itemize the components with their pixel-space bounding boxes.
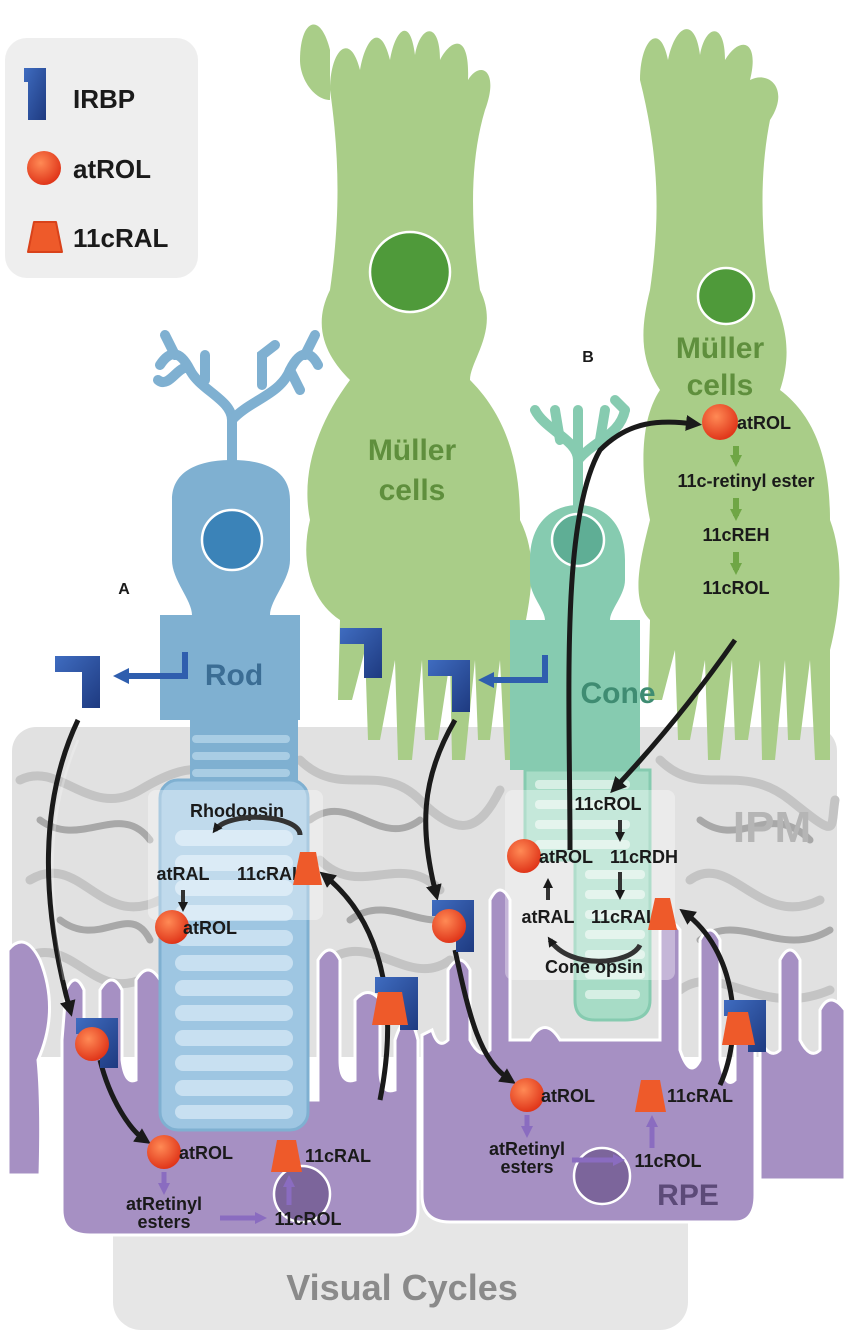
rod-atrol-rpe: atROL bbox=[179, 1143, 233, 1163]
cone-opsin: Cone opsin bbox=[545, 957, 643, 977]
rod-11cral-rpe-icon bbox=[271, 1140, 302, 1172]
rod-11cral-os-icon bbox=[293, 852, 322, 885]
cone-bleach-arrow bbox=[547, 936, 643, 964]
rpe-layer bbox=[6, 888, 847, 1237]
muller-11crol: 11cROL bbox=[702, 578, 769, 598]
muller-atrol: atROL bbox=[737, 413, 791, 433]
rpe-nucleus-right bbox=[572, 1146, 632, 1206]
rod-cell bbox=[148, 330, 323, 1132]
cone-11crol-os: 11cROL bbox=[574, 794, 641, 814]
irbp-protein-muller bbox=[340, 628, 382, 678]
panel-label-a: A bbox=[118, 581, 130, 598]
rod-atral: atRAL bbox=[157, 864, 210, 884]
irbp-cone-rpe bbox=[722, 1000, 766, 1052]
muller-atrol-icon bbox=[702, 404, 738, 440]
cone-transport-arrows bbox=[423, 415, 738, 1087]
rod-11cral-rpe: 11cRAL bbox=[305, 1146, 371, 1166]
rod-fade-arrow bbox=[51, 739, 80, 981]
irbp-protein-cone-outer bbox=[428, 660, 470, 712]
muller-left-label-1: Müller bbox=[368, 434, 457, 467]
muller-right-label-2: cells bbox=[687, 369, 754, 402]
cone-atrol-os: atROL bbox=[539, 847, 593, 867]
panel-label-b: B bbox=[582, 349, 594, 366]
irbp-rod-rpe-right bbox=[372, 977, 418, 1030]
cone-11cral-os-icon bbox=[648, 898, 677, 930]
rod-esters-1: atRetinyl bbox=[126, 1194, 202, 1214]
rod-atrol-os: atROL bbox=[183, 918, 237, 938]
cone-esters-1: atRetinyl bbox=[489, 1139, 565, 1159]
legend-label-atrol: atROL bbox=[73, 154, 151, 184]
cone-atrol-rpe: atROL bbox=[541, 1086, 595, 1106]
rod-transport-arrows bbox=[45, 718, 391, 1144]
irbp-release-arrows bbox=[113, 652, 548, 688]
cone-11crol-rpe: 11cROL bbox=[634, 1151, 701, 1171]
legend: IRBP atROL 11cRAL bbox=[5, 38, 198, 278]
muller-left-label-2: cells bbox=[379, 474, 446, 507]
rod-atrol-rpe-icon bbox=[147, 1135, 181, 1169]
cone-11crdh: 11cRDH bbox=[610, 847, 678, 867]
muller-11creh: 11cREH bbox=[702, 525, 769, 545]
rod-label: Rod bbox=[205, 659, 263, 692]
irbp-rod-rpe-left bbox=[75, 1018, 118, 1068]
rpe-label: RPE bbox=[657, 1179, 719, 1212]
legend-label-11cral: 11cRAL bbox=[73, 223, 168, 253]
legend-label-irbp: IRBP bbox=[73, 84, 135, 114]
irbp-icon bbox=[24, 68, 46, 120]
ipm-label: IPM bbox=[733, 803, 811, 852]
atrol-sphere-icon bbox=[27, 151, 61, 185]
cone-11cral-os: 11cRAL bbox=[591, 907, 657, 927]
muller-ester: 11c-retinyl ester bbox=[677, 471, 814, 491]
irbp-protein-rod-outer bbox=[55, 656, 100, 708]
rod-esters-2: esters bbox=[137, 1212, 190, 1232]
rod-bleach-arrow bbox=[212, 814, 303, 836]
cone-label: Cone bbox=[581, 677, 656, 710]
muller-right-label-1: Müller bbox=[676, 332, 765, 365]
muller-nucleus-left bbox=[368, 230, 452, 314]
cone-11cral-rpe-icon bbox=[635, 1080, 666, 1112]
figure-title: Visual Cycles bbox=[286, 1267, 518, 1308]
muller-cell-left bbox=[300, 24, 532, 761]
11cral-trapezoid-icon bbox=[27, 221, 63, 253]
rod-11crol: 11cROL bbox=[274, 1209, 341, 1229]
rod-11cral-os-label: 11cRAL bbox=[237, 864, 303, 884]
rod-atrol-os-icon bbox=[155, 910, 189, 944]
muller-nucleus-right bbox=[696, 266, 756, 326]
muller-cell-right bbox=[638, 29, 840, 760]
cone-atrol-rpe-icon bbox=[510, 1078, 544, 1112]
cone-esters-2: esters bbox=[500, 1157, 553, 1177]
irbp-cone-ipm bbox=[432, 900, 474, 952]
cone-11cral-rpe: 11cRAL bbox=[667, 1086, 733, 1106]
cone-atral: atRAL bbox=[522, 907, 575, 927]
cone-atrol-os-icon bbox=[507, 839, 541, 873]
